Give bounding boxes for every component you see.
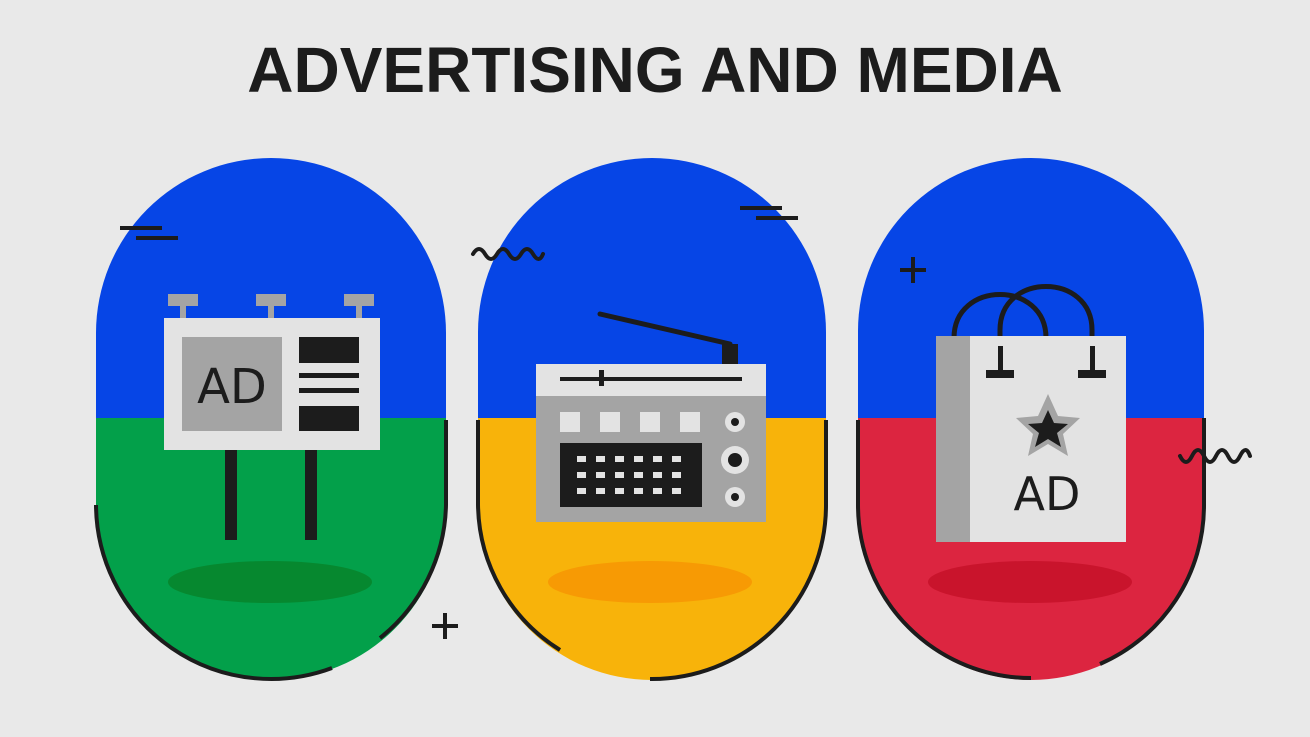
radio-preset-button [680,412,700,432]
billboard-text-line [299,373,359,378]
plus-decoration [432,613,458,639]
radio-speaker-holes [577,456,681,494]
radio-tuning-line [560,377,742,381]
outline-arc [856,420,1032,680]
ground-shadow [928,561,1132,603]
radio-preset-button [560,412,580,432]
bag-side [936,336,970,542]
billboard-lamp [344,294,374,306]
ground-shadow [548,561,752,603]
page-title: ADVERTISING AND MEDIA [247,34,1062,106]
billboard-leg [225,448,237,540]
plus-decoration [900,257,926,283]
outline-arc [476,420,562,652]
bag-handle [997,284,1095,372]
radio-antenna-base [722,344,738,364]
billboard-lamp [168,294,198,306]
billboard-lamp [268,306,274,318]
billboard-text-block [299,337,359,363]
billboard-leg [305,448,317,540]
radio-preset-button [640,412,660,432]
squiggle-decoration [1178,448,1252,464]
radio-antenna [597,311,733,347]
star-icon [1028,410,1068,447]
radio-tuning-marker [599,370,604,386]
radio-panel [476,158,828,682]
dash-decoration [740,206,798,220]
bag-handle [951,292,1049,339]
outline-arc [94,504,333,681]
billboard-text-line [299,388,359,393]
ground-shadow [168,561,372,603]
billboard-ad-panel [182,337,282,431]
bag-ad-label: AD [1014,467,1081,521]
billboard-lamp [180,306,186,318]
billboard-lamp [356,306,362,318]
outline-arc [1099,418,1207,666]
squiggle-decoration [471,247,545,261]
radio-preset-button [600,412,620,432]
outline-arc [649,420,828,682]
dash-decoration [120,226,178,240]
outline-arc [378,420,448,640]
billboard-lamp [256,294,286,306]
billboard-text-block [299,406,359,431]
billboard-ad-label: AD [197,359,267,415]
ground-area [96,418,446,680]
shopping-bag-panel: AD [856,158,1207,680]
